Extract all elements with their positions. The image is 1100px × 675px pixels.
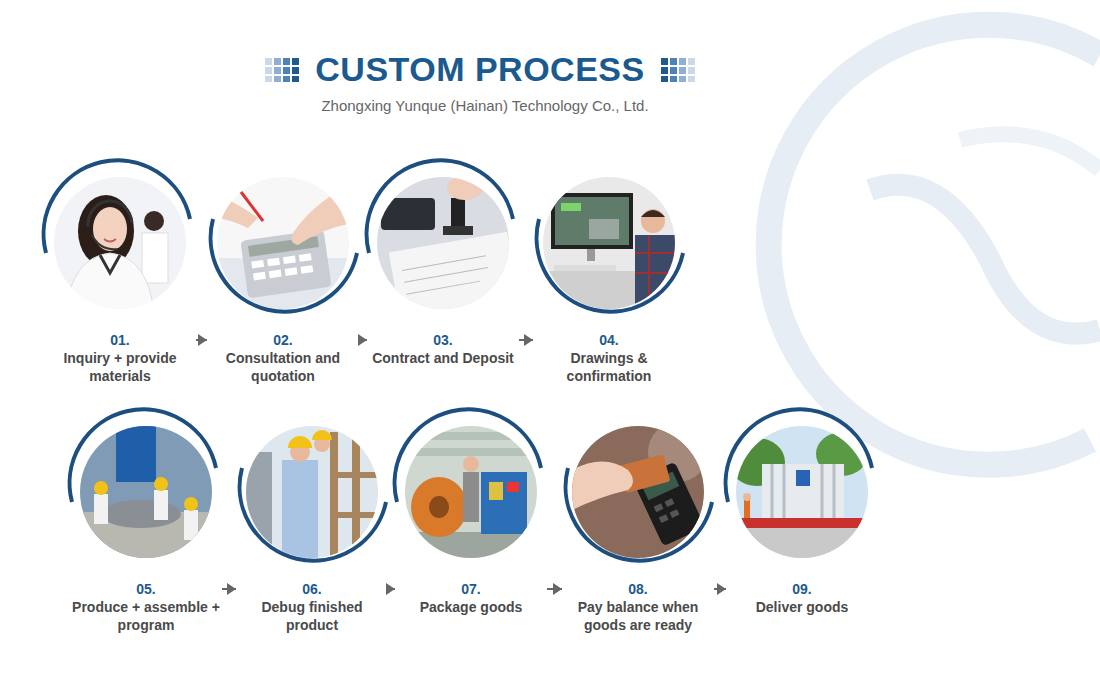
flow-arrow — [714, 583, 726, 595]
process-step: 04.Drawings & confirmation — [534, 168, 684, 385]
step-label: Consultation and quotation — [208, 349, 358, 385]
step-number: 06. — [237, 580, 387, 598]
step-number: 01. — [45, 331, 195, 349]
title-row: CUSTOM PROCESS — [180, 50, 780, 89]
step-number: 07. — [396, 580, 546, 598]
step-number: 03. — [368, 331, 518, 349]
flow-arrow — [386, 583, 395, 595]
process-step: 09.Deliver goods — [727, 417, 877, 616]
photo-space — [71, 417, 221, 567]
process-step: 07.Package goods — [396, 417, 546, 616]
step-label: Produce + assemble + program — [71, 598, 221, 634]
flow-arrow — [196, 334, 207, 346]
photo-space — [534, 168, 684, 318]
step-label: Deliver goods — [727, 598, 877, 616]
process-step: 03.Contract and Deposit — [368, 168, 518, 367]
flow-arrow — [519, 334, 533, 346]
photo-space — [368, 168, 518, 318]
step-label: Contract and Deposit — [368, 349, 518, 367]
photo-space — [45, 168, 195, 318]
grid-icon — [265, 58, 299, 82]
step-label: Package goods — [396, 598, 546, 616]
step-number: 02. — [208, 331, 358, 349]
photo-space — [208, 168, 358, 318]
step-number: 09. — [727, 580, 877, 598]
process-step: 06.Debug finished product — [237, 417, 387, 634]
photo-space — [396, 417, 546, 567]
photo-space — [727, 417, 877, 567]
grid-icon — [661, 58, 695, 82]
step-label: Drawings & confirmation — [534, 349, 684, 385]
process-step: 02.Consultation and quotation — [208, 168, 358, 385]
diagram-title: CUSTOM PROCESS — [315, 50, 644, 89]
step-number: 05. — [71, 580, 221, 598]
diagram-caption: Zhongxing Yunque (Hainan) Technology Co.… — [180, 97, 790, 114]
process-step: 08.Pay balance when goods are ready — [563, 417, 713, 634]
flow-arrow — [222, 583, 236, 595]
step-label: Pay balance when goods are ready — [563, 598, 713, 634]
step-number: 08. — [563, 580, 713, 598]
process-step: 01.Inquiry + provide materials — [45, 168, 195, 385]
process-step: 05.Produce + assemble + program — [71, 417, 221, 634]
photo-space — [237, 417, 387, 567]
step-label: Inquiry + provide materials — [45, 349, 195, 385]
flow-arrow — [547, 583, 562, 595]
step-label: Debug finished product — [237, 598, 387, 634]
photo-space — [563, 417, 713, 567]
step-number: 04. — [534, 331, 684, 349]
flow-arrow — [358, 334, 367, 346]
